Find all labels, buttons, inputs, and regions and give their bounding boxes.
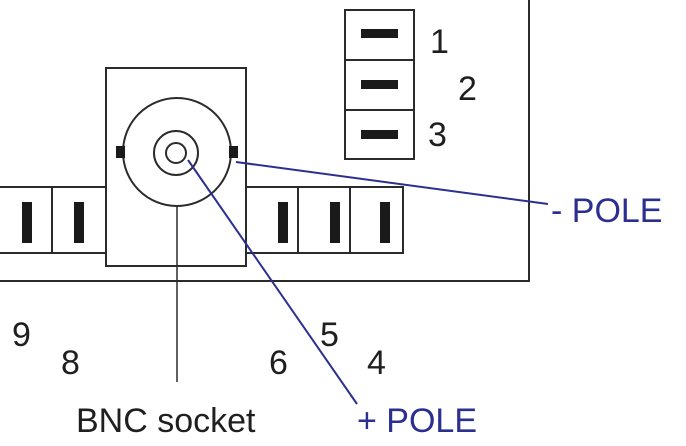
pin-3-contact — [361, 130, 398, 139]
pin-4-label: 4 — [367, 344, 386, 382]
bnc-center-pin — [165, 142, 187, 164]
pin-8-contact — [74, 202, 84, 243]
pin-6-contact — [278, 202, 288, 243]
bnc-socket-label: BNC socket — [76, 402, 256, 440]
pin-1-contact — [361, 29, 398, 38]
top-pin-block — [344, 9, 415, 160]
pin-2-contact — [361, 80, 398, 89]
pin-3-label: 3 — [428, 116, 447, 154]
minus-pole-label: - POLE — [551, 192, 662, 230]
pin-6-label: 6 — [269, 344, 288, 382]
plus-pole-leader — [187, 159, 358, 405]
plus-pole-label: + POLE — [357, 402, 477, 440]
left-pin-block — [0, 186, 107, 254]
pin-9-label: 9 — [12, 316, 31, 354]
right-pin-block — [245, 186, 404, 254]
pin-1-label: 1 — [430, 23, 449, 61]
pin-9-contact — [22, 202, 32, 243]
pin-4-contact — [380, 202, 390, 243]
bnc-bayonet-lug-left — [116, 146, 125, 158]
minus-pole-leader — [235, 161, 549, 205]
pin-5-contact — [330, 202, 340, 243]
pin-5-label: 5 — [320, 316, 339, 354]
bnc-socket — [105, 67, 247, 267]
pin-2-label: 2 — [458, 70, 477, 108]
bnc-bayonet-lug-right — [229, 146, 238, 158]
pin-8-label: 8 — [61, 344, 80, 382]
right-pin-block-frame — [245, 186, 404, 254]
